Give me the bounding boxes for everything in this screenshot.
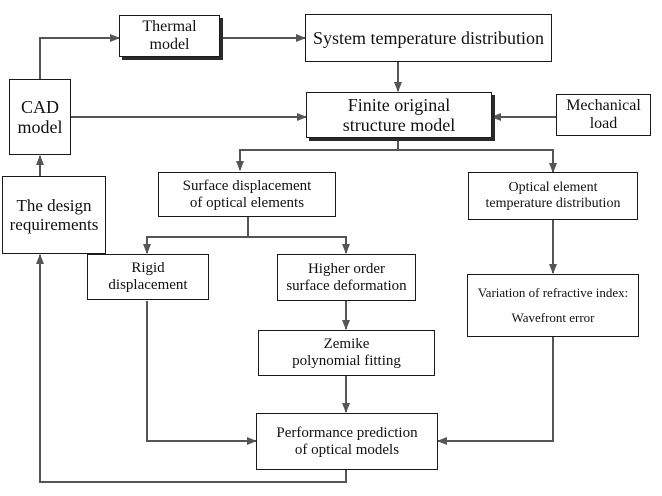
edge-performance-to-design-requirements [36, 254, 347, 483]
node-zernike-polynomial-fitting: Zemike polynomial fitting [258, 330, 435, 376]
edge-surface-to-rigid [143, 217, 249, 254]
node-mechanical-load: Mechanical load [556, 94, 651, 136]
edge-refractive-to-performance [437, 337, 554, 445]
node-design-requirements: The design requirements [2, 176, 106, 254]
edge-cad-to-thermal [39, 34, 120, 79]
node-finite-original-structure-model: Finite original structure model [306, 92, 492, 138]
node-rigid-displacement: Rigid displacement [87, 254, 209, 300]
node-higher-order-surface-deformation: Higher order surface deformation [277, 254, 416, 301]
edge-finite-model-to-optical-temperature [398, 149, 557, 173]
node-cad-model: CAD model [9, 79, 71, 155]
edge-surface-to-higher-order [248, 236, 350, 254]
node-performance-prediction: Performance prediction of optical models [256, 413, 438, 470]
node-optical-element-temperature-distribution: Optical element temperature distribution [468, 172, 638, 220]
edge-finite-model-to-surface-displacement [236, 140, 399, 171]
edge-rigid-to-performance [146, 301, 257, 445]
node-refractive-index-variation: Variation of refractive index: Wavefront… [467, 274, 639, 337]
node-surface-displacement: Surface displacement of optical elements [158, 172, 336, 217]
node-system-temperature-distribution: System temperature distribution [305, 14, 552, 62]
node-thermal-model: Thermal model [119, 15, 220, 57]
